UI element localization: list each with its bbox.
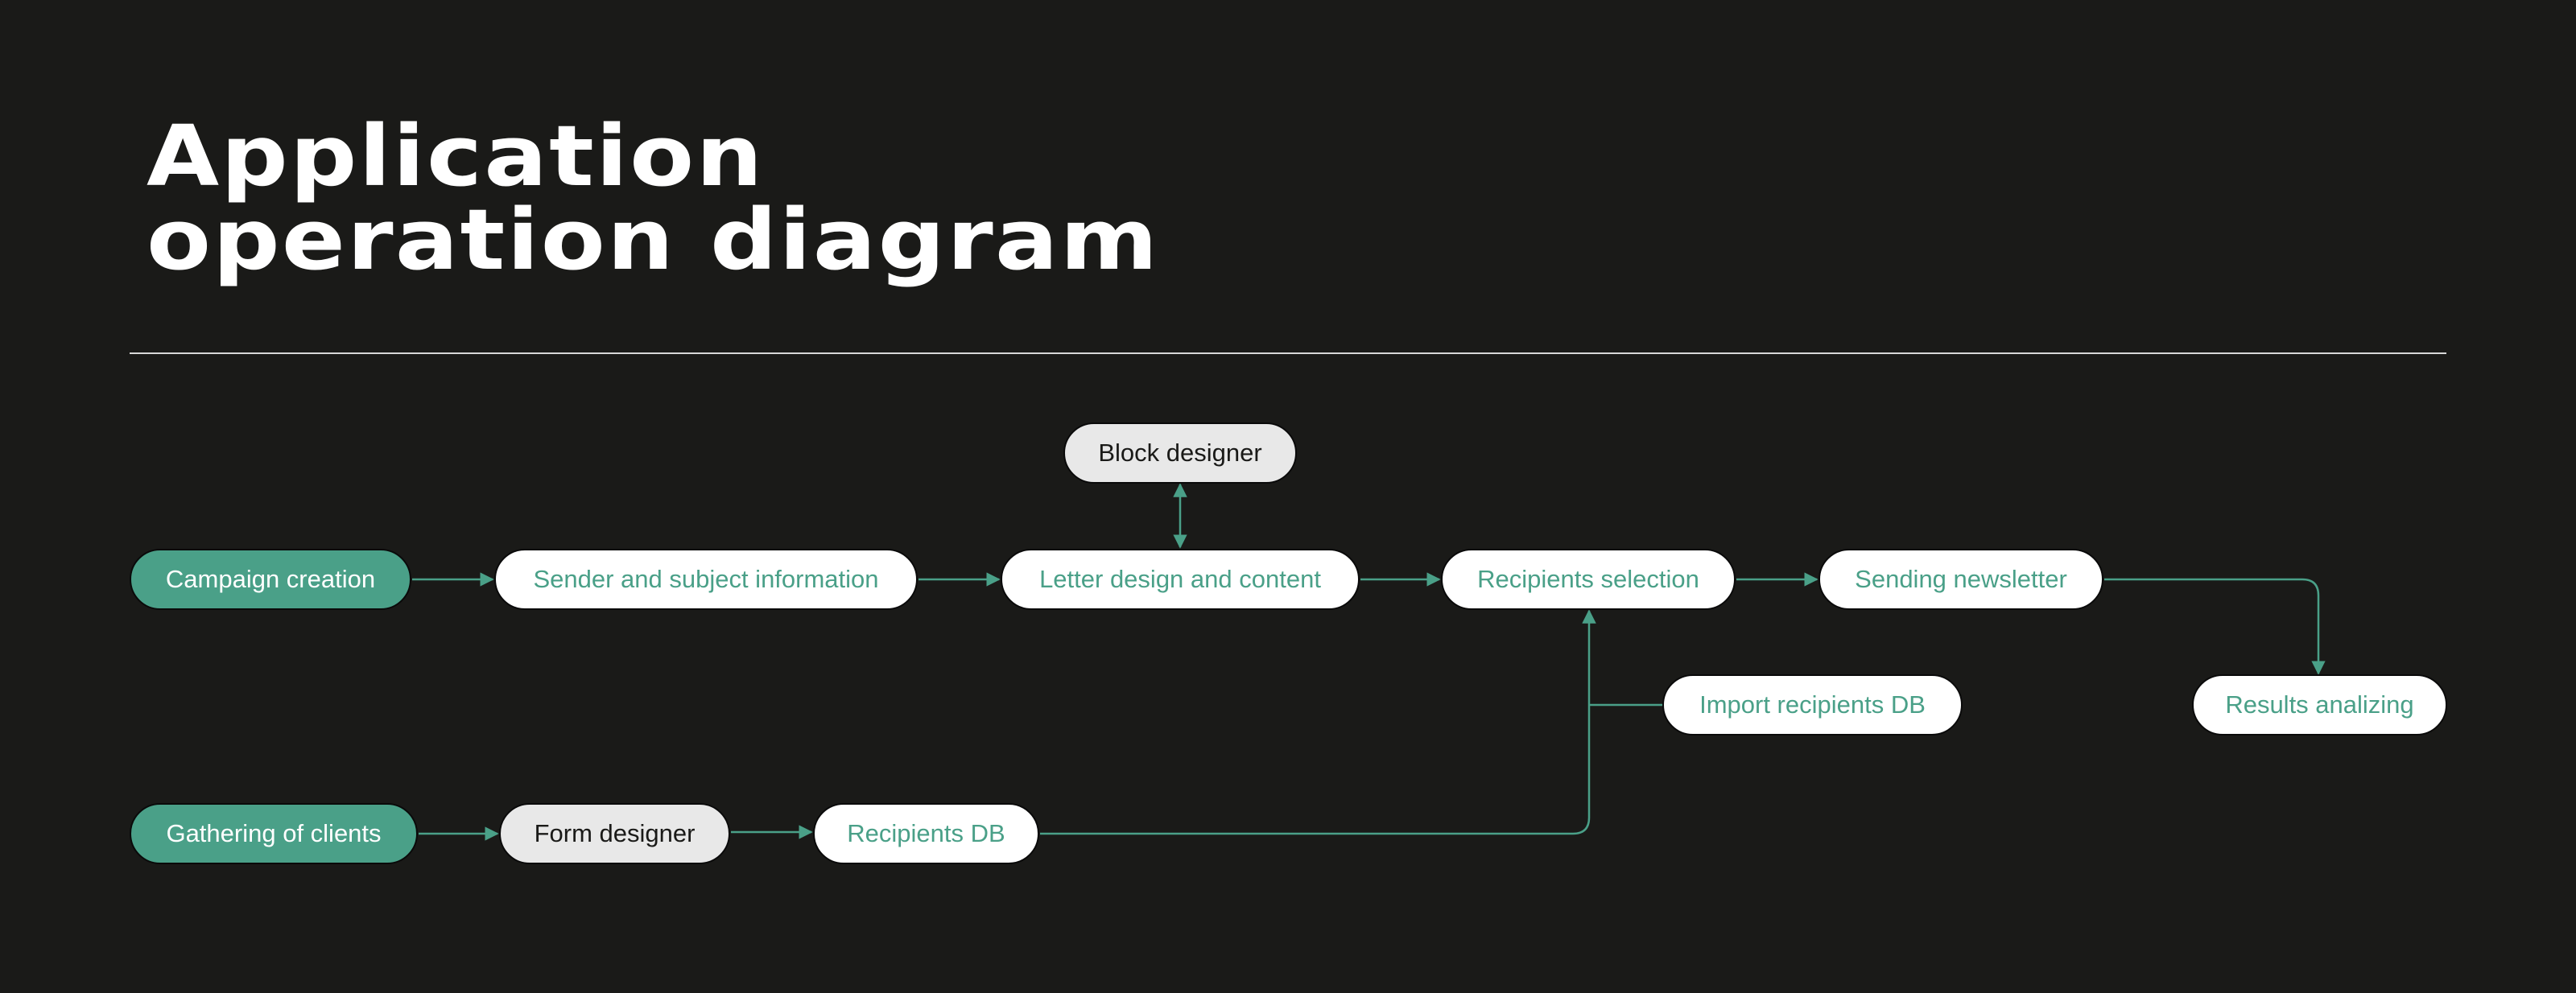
node-results-analizing[interactable]: Results analizing [2192,674,2447,735]
node-sender-subject[interactable]: Sender and subject information [494,549,918,610]
node-sending-newsletter[interactable]: Sending newsletter [1818,549,2103,610]
node-gathering-clients[interactable]: Gathering of clients [130,803,418,864]
node-block-designer[interactable]: Block designer [1063,422,1297,484]
node-letter-design[interactable]: Letter design and content [1001,549,1360,610]
title-line-1: Application [147,107,765,205]
node-recipients-selection[interactable]: Recipients selection [1441,549,1736,610]
page-title: Application operation diagram [147,114,1159,282]
node-import-recipients-db[interactable]: Import recipients DB [1662,674,1963,735]
node-recipients-db[interactable]: Recipients DB [813,803,1039,864]
arrow-db-to-recipients [1040,609,1596,835]
title-line-2: operation diagram [147,191,1160,289]
divider [130,352,2446,354]
node-form-designer[interactable]: Form designer [499,803,730,864]
arrow-sending-to-results [2104,578,2326,675]
node-campaign-creation[interactable]: Campaign creation [130,549,411,610]
